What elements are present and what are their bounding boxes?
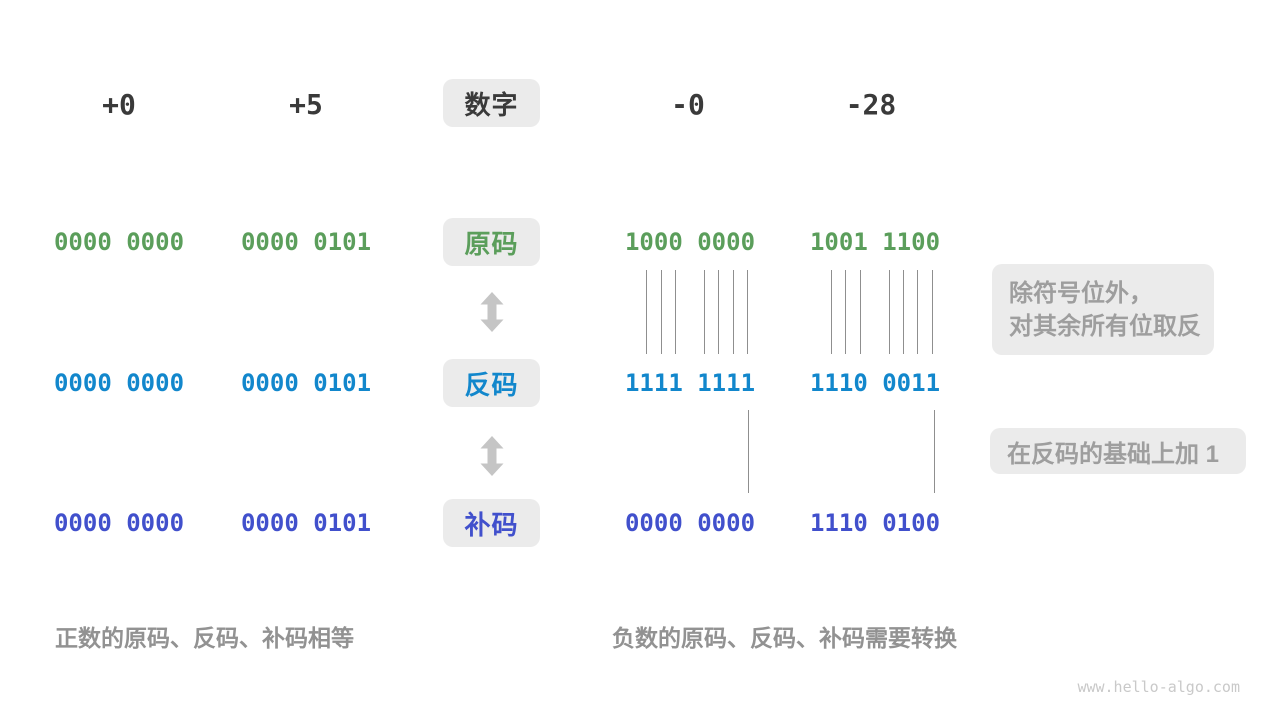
header-positive-five: +5 (289, 88, 323, 121)
bit-flip-line (903, 270, 904, 354)
header-negative-zero: -0 (671, 88, 705, 121)
add-one-line (748, 410, 749, 493)
add-one-note-text: 在反码的基础上加 1 (1007, 440, 1220, 468)
ones-complement-value-plus0: 0000 0000 (53, 369, 185, 397)
ones-complement-value-plus5: 0000 0101 (240, 369, 372, 397)
twos-complement-value-minus0: 0000 0000 (624, 509, 756, 537)
ones-complement-label: 反码 (464, 369, 519, 400)
invert-bits-note: 除符号位外， 对其余所有位取反 (992, 264, 1214, 355)
bit-flip-line (704, 270, 705, 354)
twos-complement-value-minus28: 1110 0100 (809, 509, 941, 537)
header-negative-twenty-eight: -28 (845, 88, 897, 121)
positive-numbers-caption: 正数的原码、反码、补码相等 (55, 625, 354, 651)
sign-magnitude-label: 原码 (464, 228, 519, 259)
bit-flip-line (661, 270, 662, 354)
add-one-note: 在反码的基础上加 1 (990, 428, 1246, 474)
sign-magnitude-value-minus0: 1000 0000 (624, 228, 756, 256)
bit-flip-line (831, 270, 832, 354)
ones-complement-value-minus0: 1111 1111 (624, 369, 756, 397)
twos-complement-value-plus5: 0000 0101 (240, 509, 372, 537)
ones-complement-chip: 反码 (443, 359, 540, 407)
bit-flip-line (889, 270, 890, 354)
add-one-line (934, 410, 935, 493)
header-positive-zero: +0 (102, 88, 136, 121)
website-watermark: www.hello-algo.com (1077, 678, 1240, 696)
bit-flip-line (845, 270, 846, 354)
updown-arrow-icon (479, 292, 505, 332)
bit-flip-line (860, 270, 861, 354)
sign-magnitude-value-plus5: 0000 0101 (240, 228, 372, 256)
twos-complement-label: 补码 (464, 509, 519, 540)
bit-flip-line (675, 270, 676, 354)
ones-complement-value-minus28: 1110 0011 (809, 369, 941, 397)
bit-flip-line (917, 270, 918, 354)
sign-magnitude-value-minus28: 1001 1100 (809, 228, 941, 256)
sign-magnitude-chip: 原码 (443, 218, 540, 266)
twos-complement-chip: 补码 (443, 499, 540, 547)
number-label-text: 数字 (464, 89, 519, 120)
bit-flip-line (646, 270, 647, 354)
updown-arrow-icon (479, 436, 505, 476)
invert-bits-note-line1: 除符号位外， (1009, 279, 1153, 307)
invert-bits-note-line2: 对其余所有位取反 (1009, 312, 1201, 340)
bit-flip-line (932, 270, 933, 354)
bit-flip-line (747, 270, 748, 354)
sign-magnitude-value-plus0: 0000 0000 (53, 228, 185, 256)
bit-flip-line (733, 270, 734, 354)
twos-complement-value-plus0: 0000 0000 (53, 509, 185, 537)
negative-numbers-caption: 负数的原码、反码、补码需要转换 (612, 625, 957, 651)
number-label-chip: 数字 (443, 79, 540, 127)
bit-flip-line (718, 270, 719, 354)
